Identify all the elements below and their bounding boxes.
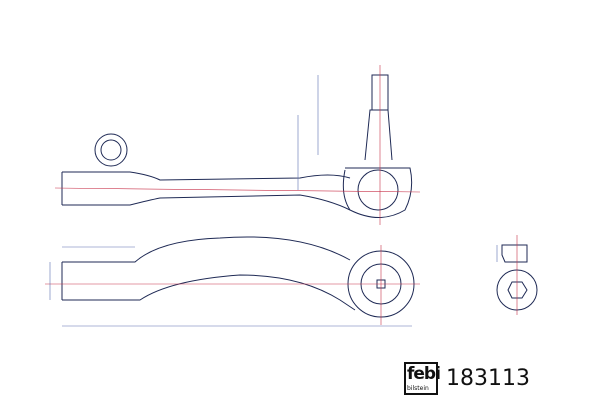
nut-side: [501, 244, 528, 263]
centerline-top: [54, 187, 421, 193]
dimension-lines: [49, 75, 498, 327]
logo-main-text: febi: [407, 364, 441, 384]
logo-sub-text: bilstein: [407, 385, 429, 392]
ball: [357, 169, 399, 211]
centerlines: [45, 65, 518, 325]
end-view-inner-circle: [100, 139, 122, 161]
ball-joint-housing: [342, 167, 413, 218]
stud: [364, 74, 393, 161]
side-view: [61, 236, 415, 318]
nut-hexagon: [507, 281, 528, 299]
part-number: 183113: [446, 366, 530, 391]
tie-rod-top-outline: [62, 171, 351, 211]
end-view-circle: [94, 133, 128, 167]
top-view: [61, 74, 413, 218]
tie-rod-side-outline: [62, 236, 356, 311]
febi-bilstein-logo: febi bilstein: [404, 362, 441, 395]
